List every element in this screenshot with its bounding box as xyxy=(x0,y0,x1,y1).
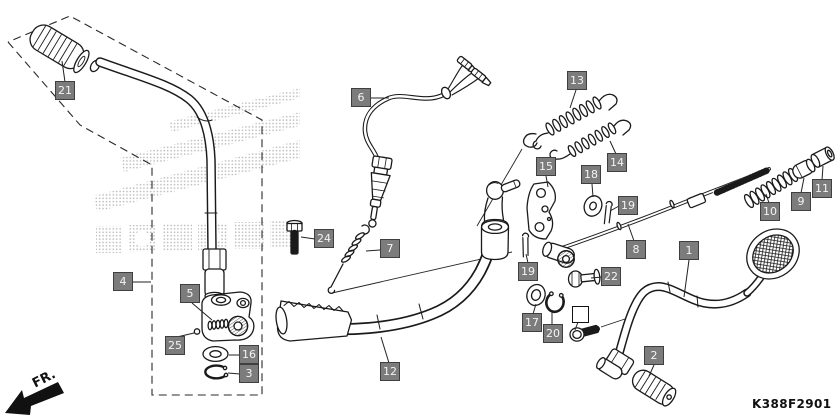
split-pin-right-drawing xyxy=(603,200,613,225)
part-label-5: 5 xyxy=(180,284,200,303)
brake-pedal-drawing xyxy=(596,228,800,380)
part-label-21: 21 xyxy=(55,81,75,100)
seal-washer-drawing xyxy=(526,283,546,307)
return-spring-13-drawing xyxy=(532,93,618,150)
pedal-rubber-drawing xyxy=(631,369,677,407)
part-label-4: 4 xyxy=(113,272,133,291)
joint-bracket-drawing xyxy=(526,181,556,240)
kick-starter-arm-drawing xyxy=(29,24,255,342)
fr-direction-arrow-icon xyxy=(5,382,64,415)
part-label-19b: 19 xyxy=(518,262,538,281)
part-label-8: 8 xyxy=(626,240,646,259)
part-label-6: 6 xyxy=(351,88,371,107)
part-label-16: 16 xyxy=(239,345,259,364)
part-label-7: 7 xyxy=(380,239,400,258)
rod-joint-drawing xyxy=(542,241,575,268)
spindle-circlip-drawing xyxy=(204,364,229,380)
snap-ring-drawing xyxy=(545,291,565,314)
dashed-reference-outline xyxy=(7,15,263,396)
part-label-2: 2 xyxy=(644,346,664,365)
part-label-12: 12 xyxy=(380,362,400,381)
switch-cable-drawing xyxy=(362,55,492,228)
steel-ball-drawing xyxy=(193,328,201,335)
part-label-19a: 19 xyxy=(618,196,638,215)
flange-bolt-24-drawing xyxy=(286,219,303,257)
part-label-20: 20 xyxy=(543,324,563,343)
flange-bolt-drawing xyxy=(569,324,600,342)
part-label-11: 11 xyxy=(812,179,832,198)
part-label-15: 15 xyxy=(536,157,556,176)
part-label-1: 1 xyxy=(679,241,699,260)
part-label-13: 13 xyxy=(567,71,587,90)
joint-bolt-drawing xyxy=(567,268,601,288)
callout-leader-lines xyxy=(61,60,824,377)
gear-change-pedal-drawing xyxy=(275,250,493,342)
pedal-spring-drawing xyxy=(327,224,370,294)
pedal-pivot-arm-drawing xyxy=(480,179,521,261)
part-label-25: 25 xyxy=(165,336,185,355)
rod-adjuster-drawing xyxy=(792,158,816,179)
part-label-18: 18 xyxy=(581,165,601,184)
part-label-10: 10 xyxy=(760,202,780,221)
brake-rod-drawing xyxy=(554,167,771,252)
part-label-24: 24 xyxy=(314,229,334,248)
part-label-9: 9 xyxy=(791,192,811,211)
part-label-17: 17 xyxy=(522,313,542,332)
part-label-3: 3 xyxy=(239,364,259,383)
detent-spring-drawing xyxy=(207,318,229,331)
split-pin-left-drawing xyxy=(521,232,530,258)
part-label-blank xyxy=(572,306,589,323)
part-label-14: 14 xyxy=(607,153,627,172)
pivot-washer-drawing xyxy=(583,195,603,217)
adjusting-nut-drawing xyxy=(810,146,835,168)
part-label-22: 22 xyxy=(601,267,621,286)
spindle-washer-drawing xyxy=(202,345,229,363)
diagram-part-code: K388F2901 xyxy=(752,397,832,411)
